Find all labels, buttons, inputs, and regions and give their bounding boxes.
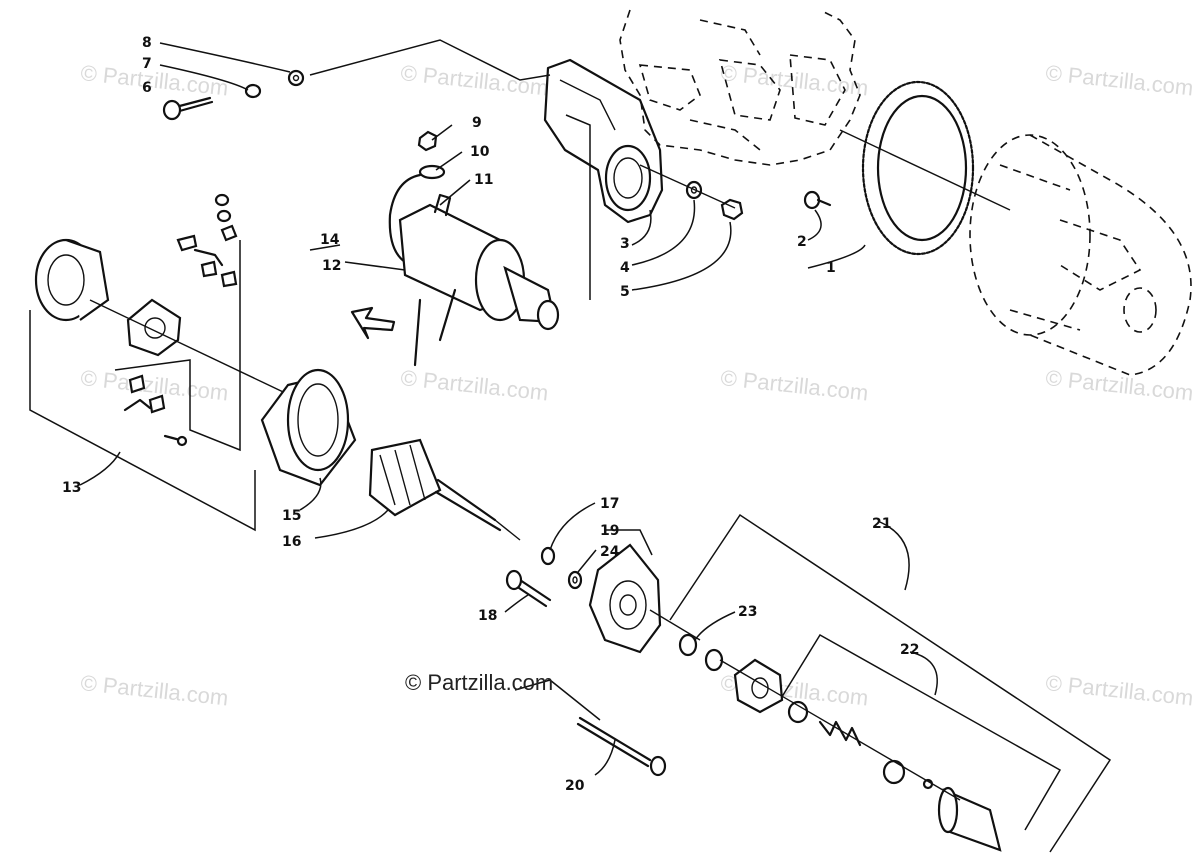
callout-21: 21 (872, 516, 891, 532)
callout-4: 4 (620, 260, 630, 276)
watermark: © Partzilla.com (79, 670, 229, 710)
starter-motor-assembly (388, 173, 560, 367)
watermark: © Partzilla.com (79, 60, 229, 100)
flywheel-bolt (803, 190, 832, 210)
callout-10: 10 (470, 144, 490, 160)
nut-9 (417, 130, 438, 152)
bracket-13 (29, 310, 256, 532)
copyright-credit: © Partzilla.com (405, 670, 553, 695)
callout-11: 11 (474, 172, 493, 188)
callout-22: 22 (900, 642, 919, 658)
watermark: © Partzilla.com (1044, 670, 1194, 710)
callout-5: 5 (620, 284, 630, 300)
ring-gear (839, 80, 1011, 256)
watermark: © Partzilla.com (1044, 60, 1194, 100)
callout-24: 24 (600, 544, 620, 560)
callout-17: 17 (600, 496, 619, 512)
bracket-20-lead (514, 679, 601, 721)
leader-lines (79, 39, 938, 776)
long-bolt-20 (576, 716, 667, 777)
mounting-bracket (543, 58, 664, 224)
overrunning-clutch (733, 658, 784, 714)
brush-set (176, 193, 238, 288)
callout-1: 1 (826, 260, 836, 276)
callout-8: 8 (142, 35, 152, 51)
callout-12: 12 (322, 258, 341, 274)
callout-20: 20 (565, 778, 585, 794)
callout-14: 14 (320, 232, 340, 248)
brush-parts-lower (123, 374, 188, 447)
armature (368, 438, 521, 541)
through-bolt-18 (505, 569, 552, 608)
bracket-22 (779, 633, 1062, 831)
drive-end-housing (588, 543, 662, 654)
bracket-14 (114, 240, 241, 452)
callout-15: 15 (282, 508, 301, 524)
callout-2: 2 (797, 234, 807, 250)
end-cover (34, 238, 110, 322)
pinion-cap (937, 786, 1002, 852)
stop-collar (882, 759, 934, 790)
callout-13: 13 (62, 480, 81, 496)
watermark: © Partzilla.com (399, 60, 549, 100)
callout-9: 9 (472, 115, 482, 131)
pinion-spring (818, 720, 862, 747)
washer-24 (567, 570, 583, 590)
bolt-6 (162, 96, 214, 121)
washer-17 (540, 546, 556, 566)
clutch-phantom (969, 134, 1192, 376)
brush-holder (126, 298, 182, 357)
lock-washer-7 (244, 83, 262, 99)
watermark: © Partzilla.com (719, 60, 869, 100)
callout-23: 23 (738, 604, 757, 620)
pinion-gear (787, 700, 809, 724)
callout-6: 6 (142, 80, 152, 96)
watermark: © Partzilla.com (1044, 365, 1194, 405)
callout-18: 18 (478, 608, 497, 624)
callout-7: 7 (142, 56, 152, 72)
washer-23 (678, 633, 724, 672)
callout-3: 3 (620, 236, 630, 252)
callout-16: 16 (282, 534, 301, 550)
watermark: © Partzilla.com (719, 365, 869, 405)
engine-phantom (619, 9, 861, 166)
callout-labels: 1 2 3 4 5 6 7 8 9 10 11 12 13 14 15 16 1… (62, 35, 919, 794)
callout-19: 19 (600, 523, 619, 539)
watermark: © Partzilla.com (399, 365, 549, 405)
bracket-21 (669, 513, 1112, 853)
washer-8 (287, 69, 305, 87)
direction-arrow (350, 306, 396, 340)
yoke-housing (260, 368, 357, 487)
